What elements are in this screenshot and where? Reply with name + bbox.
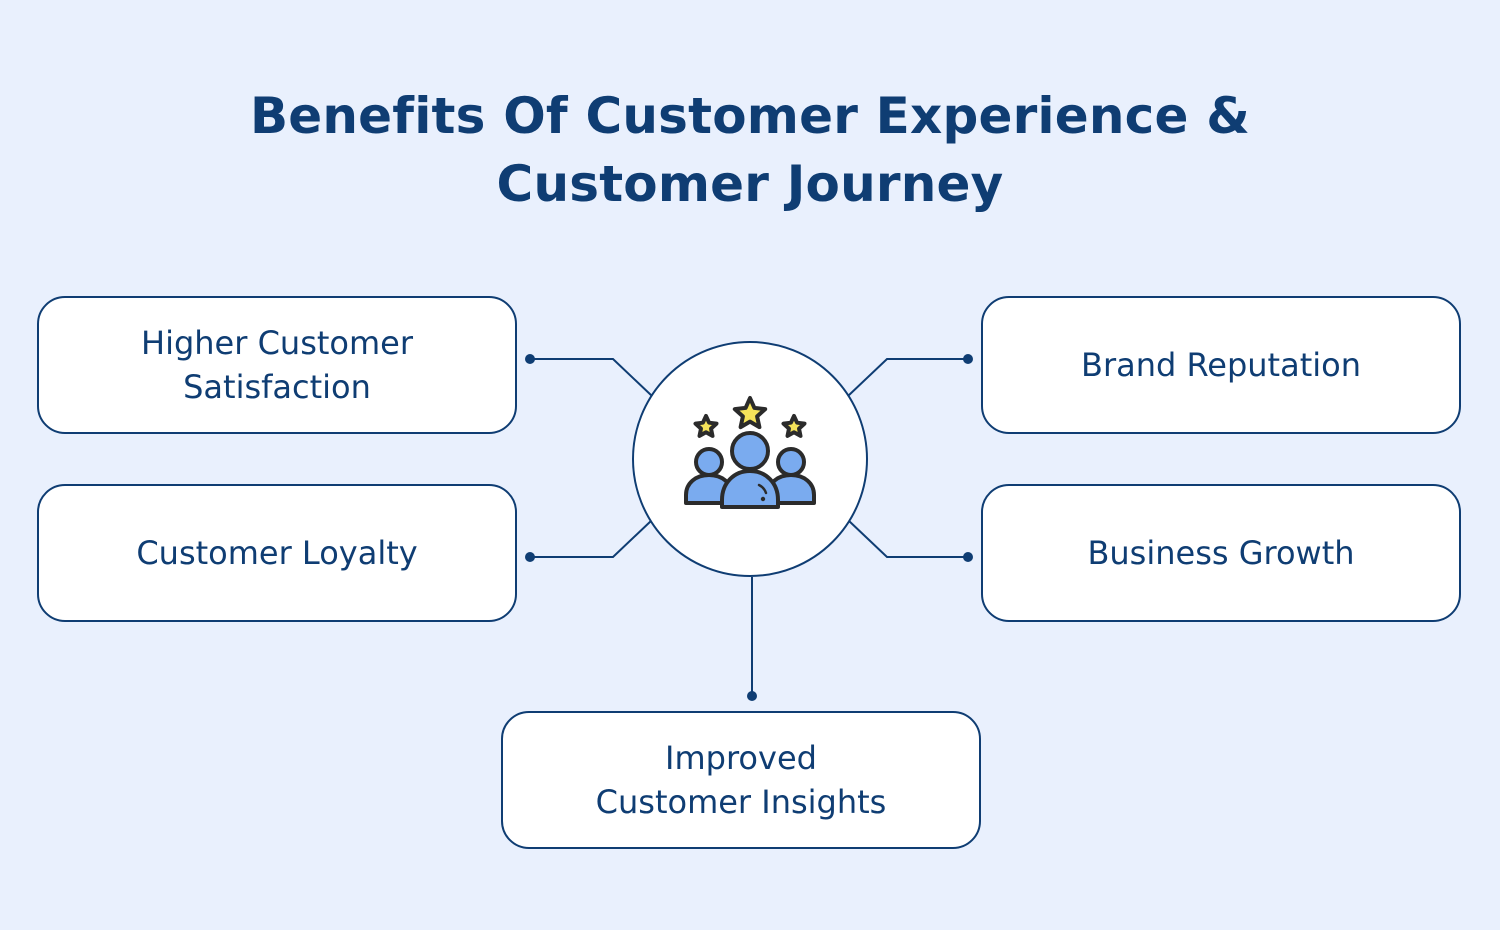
benefit-label-line-1: Brand Reputation [1080,346,1361,384]
person-center-head-icon [730,431,770,471]
benefit-label: Higher Customer Satisfaction [111,321,443,409]
customer-group-stars-icon [684,396,816,509]
benefit-label: Brand Reputation [1051,343,1391,387]
connector-top-right [847,358,968,397]
person-left-head-icon [694,447,724,477]
star-icon [732,396,768,430]
connector-dot-top-left [525,354,535,364]
benefit-label-line-2: Satisfaction [183,368,371,406]
benefit-label-line-2: Customer Insights [595,783,887,821]
benefit-label-line-1: Improved [665,739,817,777]
connector-dot-bottom [747,691,757,701]
benefit-business-growth: Business Growth [981,484,1461,622]
star-icon [781,414,807,438]
benefit-label-line-1: Customer Loyalty [136,534,418,572]
benefit-label: Improved Customer Insights [566,736,917,824]
benefit-label: Business Growth [1057,531,1384,575]
connector-bottom-right [847,519,968,558]
connector-top-left [530,358,653,397]
person-center-body-icon [720,469,780,509]
star-icon [693,414,719,438]
connector-dot-bottom-right [963,552,973,562]
benefit-label-line-1: Business Growth [1087,534,1355,572]
title-line-2: Customer Journey [496,155,1004,213]
benefit-label: Customer Loyalty [106,531,447,575]
title-line-1: Benefits Of Customer Experience & [249,87,1251,145]
benefit-customer-loyalty: Customer Loyalty [37,484,517,622]
connector-dot-bottom-left [525,552,535,562]
benefit-improved-customer-insights: Improved Customer Insights [501,711,981,849]
benefit-label-line-1: Higher Customer [141,324,413,362]
benefit-higher-customer-satisfaction: Higher Customer Satisfaction [37,296,517,434]
center-hub [632,341,868,577]
connector-dot-top-right [963,354,973,364]
connector-bottom-left [530,519,653,558]
person-right-head-icon [776,447,806,477]
benefit-brand-reputation: Brand Reputation [981,296,1461,434]
diagram-title: Benefits Of Customer Experience & Custom… [0,82,1500,218]
